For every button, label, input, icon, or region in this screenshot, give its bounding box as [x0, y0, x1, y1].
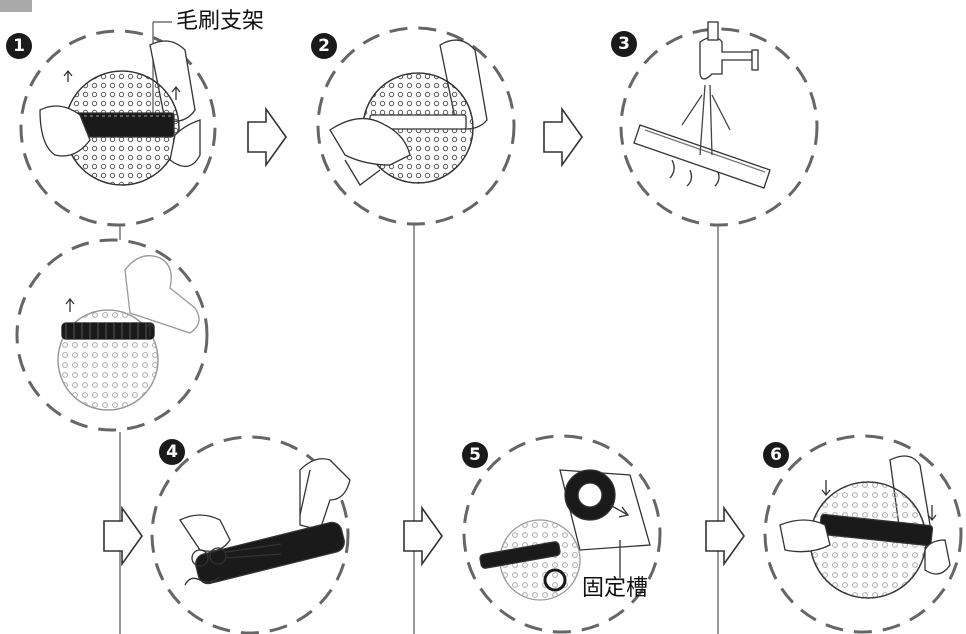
step1-circle [19, 29, 217, 227]
step6-circle [763, 434, 963, 634]
step2-circle [316, 26, 516, 226]
detail-illustration [57, 255, 200, 411]
step5-circle [462, 434, 662, 634]
step2-illustration [329, 39, 488, 186]
arrow-right-icon [103, 505, 143, 567]
step3-illustration [633, 21, 771, 189]
step-number-5: 5 [462, 442, 488, 468]
step-number-2: 2 [311, 33, 337, 59]
arrow-right-icon [403, 505, 443, 567]
step-number-3: 3 [611, 31, 637, 57]
step-number-1: 1 [6, 33, 32, 59]
arrows [103, 106, 745, 567]
fixing-slot-label: 固定槽 [582, 576, 649, 601]
corner-tab [0, 0, 32, 12]
step1-illustration [39, 40, 201, 186]
step4-circle [150, 435, 350, 634]
dashed-circles [15, 26, 963, 634]
step5-illustration [479, 469, 651, 601]
step-number-6: 6 [763, 442, 789, 468]
step3-circle [619, 27, 819, 227]
step6-illustration [779, 455, 951, 599]
arrow-right-icon [705, 505, 745, 567]
step-number-4: 4 [159, 439, 185, 465]
arrow-right-icon [543, 106, 583, 168]
arrow-right-icon [247, 106, 287, 168]
step4-illustration [179, 458, 351, 586]
brush-holder-label: 毛刷支架 [176, 9, 265, 34]
step-detail-circle [15, 238, 209, 432]
